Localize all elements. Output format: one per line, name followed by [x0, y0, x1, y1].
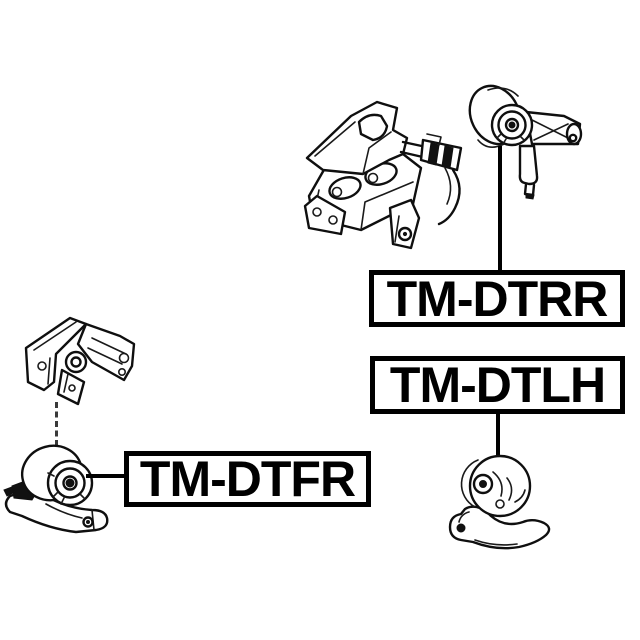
left-engine-mount-drawing: [445, 452, 560, 552]
part-number-rear: TM-DTRR: [386, 270, 609, 327]
part-number-front: TM-DTFR: [139, 451, 356, 507]
part-number-left: TM-DTLH: [389, 357, 606, 413]
connector-front-line: [86, 474, 125, 478]
part-label-box-left: TM-DTLH: [370, 356, 625, 414]
front-engine-mount-drawing: [2, 430, 120, 542]
part-label-box-rear: TM-DTRR: [369, 270, 625, 327]
connector-dashed-line: [55, 402, 58, 446]
front-mount-bracket-drawing: [20, 308, 140, 408]
rear-mount-bracket-drawing: [293, 96, 471, 264]
rear-engine-mount-drawing: [468, 82, 586, 200]
part-label-box-front: TM-DTFR: [124, 451, 371, 507]
connector-left-line: [496, 414, 500, 457]
connector-rear-line: [498, 146, 502, 270]
